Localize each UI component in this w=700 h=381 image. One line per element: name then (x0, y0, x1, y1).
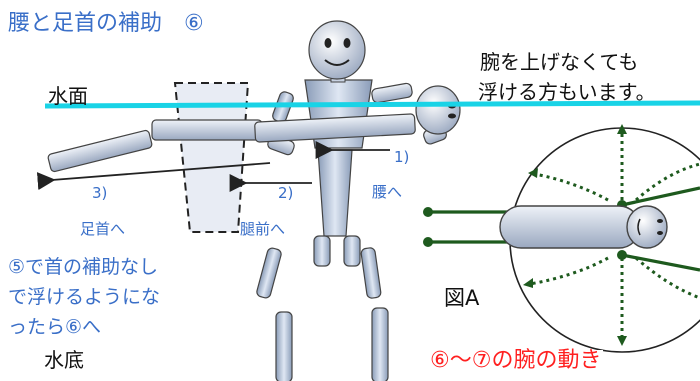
figure-a-label: 図A (444, 286, 480, 310)
instruction-line-1: ⑤で首の補助なし (8, 256, 159, 278)
floating-figure (47, 85, 461, 173)
note-line-2: 浮ける方もいます。 (478, 80, 656, 104)
arrow-3 (36, 162, 271, 191)
page-title: 腰と足首の補助 ⑥ (8, 11, 204, 36)
step-3-label: 3) (92, 184, 108, 202)
instruction-line-2: で浮けるようにな (8, 286, 161, 308)
instruction-line-3: ったら⑥へ (8, 316, 102, 338)
step-2-label: 2) (278, 184, 294, 202)
ankle-label: 足首へ (80, 220, 126, 238)
water-surface-line (44, 100, 700, 109)
waist-label: 腰へ (372, 183, 403, 201)
figure-a (423, 124, 700, 353)
water-surface-label: 水面 (48, 84, 88, 108)
thigh-label: 腿前へ (240, 220, 286, 238)
water-bottom-label: 水底 (44, 348, 84, 372)
arm-motion-caption: ⑥〜⑦の腕の動き (428, 348, 604, 373)
note-line-1: 腕を上げなくても (480, 50, 639, 74)
step-1-label: 1) (394, 148, 410, 166)
